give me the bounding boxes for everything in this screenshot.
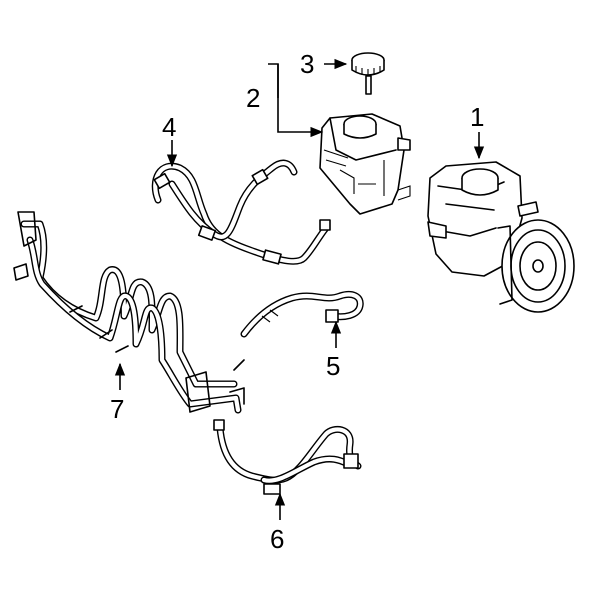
callout-7: 7 xyxy=(110,394,124,424)
callout-leaders xyxy=(114,58,485,520)
callout-3: 3 xyxy=(300,49,314,79)
callout-1: 1 xyxy=(470,102,484,132)
callout-5: 5 xyxy=(326,351,340,381)
reservoir xyxy=(319,113,411,215)
reservoir-cap xyxy=(351,52,385,95)
callout-4: 4 xyxy=(162,112,176,142)
callout-2: 2 xyxy=(246,83,260,113)
cooler-hose xyxy=(213,419,362,495)
cooler-pipe-assembly xyxy=(13,211,245,414)
pressure-hose xyxy=(151,159,331,265)
callout-labels: 1 2 3 4 5 6 7 xyxy=(110,49,484,554)
callout-6: 6 xyxy=(270,524,284,554)
power-steering-pump xyxy=(427,161,575,313)
return-hose xyxy=(240,290,364,338)
